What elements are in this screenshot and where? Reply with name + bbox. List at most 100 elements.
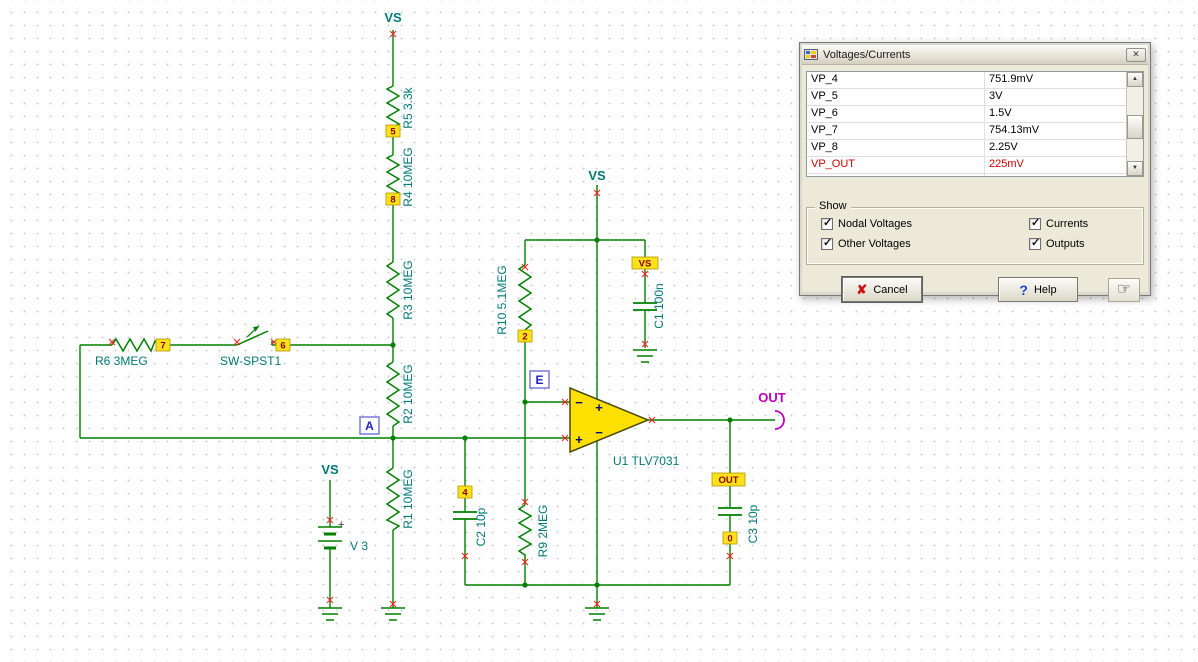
scroll-down-icon[interactable]: ▼ <box>1127 161 1143 176</box>
r2-label[interactable]: R2 10MEG <box>401 364 415 423</box>
node-badges[interactable]: 5 8 7 6 2 4 VS OUT 0 <box>155 124 746 545</box>
row-value: 10.5mV <box>985 174 1126 176</box>
vs-label-top[interactable]: VS <box>384 10 402 25</box>
opamp-plus-input-sign: + <box>575 432 583 447</box>
checkbox-icon[interactable]: ✓ <box>1029 217 1041 230</box>
node-badge-7: 7 <box>160 341 165 352</box>
row-value: 2.25V <box>989 141 1018 153</box>
close-icon[interactable]: ✕ <box>1126 47 1146 62</box>
battery-v3[interactable] <box>318 526 342 550</box>
row-name: VP_8 <box>807 140 985 156</box>
resistor-r10[interactable] <box>517 264 533 338</box>
checkbox-currents[interactable]: ✓ Currents <box>1029 217 1089 230</box>
row-name: VP_4 <box>807 72 985 88</box>
capacitor-plates[interactable] <box>453 302 742 520</box>
checkbox-icon[interactable]: ✓ <box>1029 237 1041 250</box>
c3-label[interactable]: C3 10p <box>746 504 760 543</box>
row-name: VP_6 <box>807 106 985 122</box>
u1-label[interactable]: U1 TLV7031 <box>613 454 680 468</box>
r3-label[interactable]: R3 10MEG <box>401 260 415 319</box>
wires[interactable] <box>79 30 775 608</box>
r10-label[interactable]: R10 5.1MEG <box>495 265 509 334</box>
voltages-currents-icon <box>804 49 818 60</box>
scrollbar[interactable]: ▲ ▼ <box>1126 72 1143 176</box>
checkbox-other-voltages[interactable]: ✓ Other Voltages <box>821 237 911 250</box>
node-badge-5: 5 <box>390 127 396 138</box>
hand-pointer-button[interactable]: ☞ <box>1108 278 1140 302</box>
help-label: Help <box>1033 283 1057 296</box>
resistor-r3[interactable] <box>385 261 401 319</box>
node-badge-vs: VS <box>639 259 652 270</box>
checkbox-nodal-voltages[interactable]: ✓ Nodal Voltages <box>821 217 912 230</box>
resistor-r5[interactable] <box>385 85 401 130</box>
table-row[interactable]: VP_8 2.25V <box>807 140 1127 157</box>
vs-label-battery[interactable]: VS <box>321 462 339 477</box>
r6-label[interactable]: R6 3MEG <box>95 354 148 368</box>
checkbox-outputs[interactable]: ✓ Outputs <box>1029 237 1085 250</box>
junction-dots <box>390 237 733 588</box>
r9-label[interactable]: R9 2MEG <box>536 505 550 558</box>
dialog-title: Voltages/Currents <box>823 48 911 61</box>
c2-label[interactable]: C2 10p <box>474 507 488 546</box>
r1-label[interactable]: R1 10MEG <box>401 469 415 528</box>
help-button[interactable]: ? Help <box>998 277 1078 302</box>
out-label[interactable]: OUT <box>758 390 786 405</box>
blue-node-labels[interactable]: A E <box>359 370 550 435</box>
sw-label[interactable]: SW-SPST1 <box>220 354 281 368</box>
scrollbar-thumb[interactable] <box>1127 115 1143 139</box>
vs-label-mid[interactable]: VS <box>588 168 606 183</box>
row-name: VP_7 <box>807 123 985 139</box>
row-value: 225mV <box>989 158 1024 170</box>
row-value: 1.5V <box>989 107 1012 119</box>
node-badge-out: OUT <box>718 475 738 486</box>
cancel-x-icon: ✘ <box>856 281 868 297</box>
table-row[interactable]: VP_U1.Y10.NET07310.5mV <box>807 174 1126 176</box>
resistor-r2[interactable] <box>385 361 401 427</box>
hand-pointer-icon: ☞ <box>1116 281 1132 298</box>
r4-label[interactable]: R4 10MEG <box>401 147 415 206</box>
node-badge-2: 2 <box>522 332 527 343</box>
checkbox-label: Currents <box>1046 218 1089 230</box>
resistor-r4[interactable] <box>385 154 401 199</box>
table-row[interactable]: VP_7 754.13mV <box>807 123 1127 140</box>
node-badge-6: 6 <box>280 341 285 352</box>
c1-label[interactable]: C1 100n <box>652 283 666 328</box>
table-row[interactable]: VP_6 1.5V <box>807 106 1127 123</box>
node-label-a: A <box>365 419 374 433</box>
show-groupbox: Show ✓ Nodal Voltages ✓ Other Voltages ✓… <box>806 200 1144 265</box>
row-name: VP_U1.Y10.NET073 <box>807 174 985 176</box>
row-value: 3V <box>989 90 1003 102</box>
node-label-e: E <box>535 373 543 387</box>
switch-sw-spst1[interactable] <box>232 325 273 346</box>
checkbox-icon[interactable]: ✓ <box>821 217 833 230</box>
cancel-button[interactable]: ✘ Cancel <box>842 277 922 302</box>
resistor-r1[interactable] <box>385 467 401 531</box>
r5-label[interactable]: R5 3.3k <box>401 86 415 128</box>
checkbox-icon[interactable]: ✓ <box>821 237 833 250</box>
ground-symbols[interactable] <box>318 349 657 621</box>
help-question-icon: ? <box>1019 281 1028 298</box>
resistor-r6[interactable] <box>111 337 159 353</box>
scroll-up-icon[interactable]: ▲ <box>1127 72 1143 87</box>
row-value: 754.13mV <box>989 124 1040 136</box>
resistor-r9[interactable] <box>517 504 533 560</box>
checkbox-label: Other Voltages <box>838 238 911 250</box>
scrollbar-track[interactable] <box>1127 87 1143 161</box>
out-terminal[interactable] <box>774 410 785 430</box>
dialog-titlebar[interactable]: Voltages/Currents ✕ <box>802 45 1148 65</box>
v3-label[interactable]: V 3 <box>350 539 368 553</box>
checkbox-label: Outputs <box>1046 238 1085 250</box>
node-badge-8: 8 <box>390 195 395 206</box>
opamp-u1[interactable]: − + + − <box>569 386 650 454</box>
opamp-vplus-sign: + <box>595 400 603 415</box>
opamp-vminus-sign: − <box>595 425 603 440</box>
battery-plus-sign: + <box>338 519 344 531</box>
